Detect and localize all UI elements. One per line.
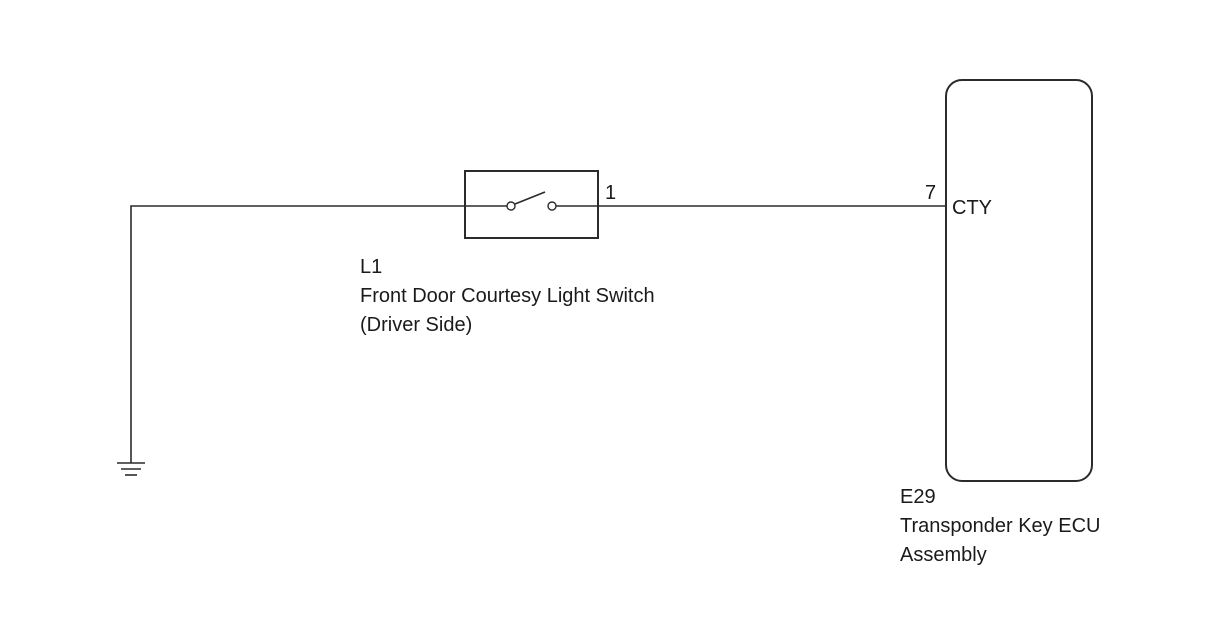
switch-name-line1: Front Door Courtesy Light Switch (360, 285, 655, 307)
switch-pin-label: 1 (605, 182, 616, 204)
ground-wire (130, 205, 465, 463)
ground-icon (117, 462, 145, 476)
transponder-key-ecu (945, 79, 1093, 482)
courtesy-light-switch (464, 170, 599, 239)
ecu-terminal-label: CTY (952, 197, 992, 219)
ecu-name-line1: Transponder Key ECU (900, 515, 1100, 537)
switch-contact-icon (465, 191, 598, 211)
ecu-pin-label: 7 (925, 182, 936, 204)
switch-name-line2: (Driver Side) (360, 314, 472, 336)
ecu-name-line2: Assembly (900, 544, 987, 566)
ecu-housing (945, 79, 1093, 482)
switch-code: L1 (360, 256, 382, 278)
switch-housing (464, 170, 599, 239)
ecu-code: E29 (900, 486, 936, 508)
